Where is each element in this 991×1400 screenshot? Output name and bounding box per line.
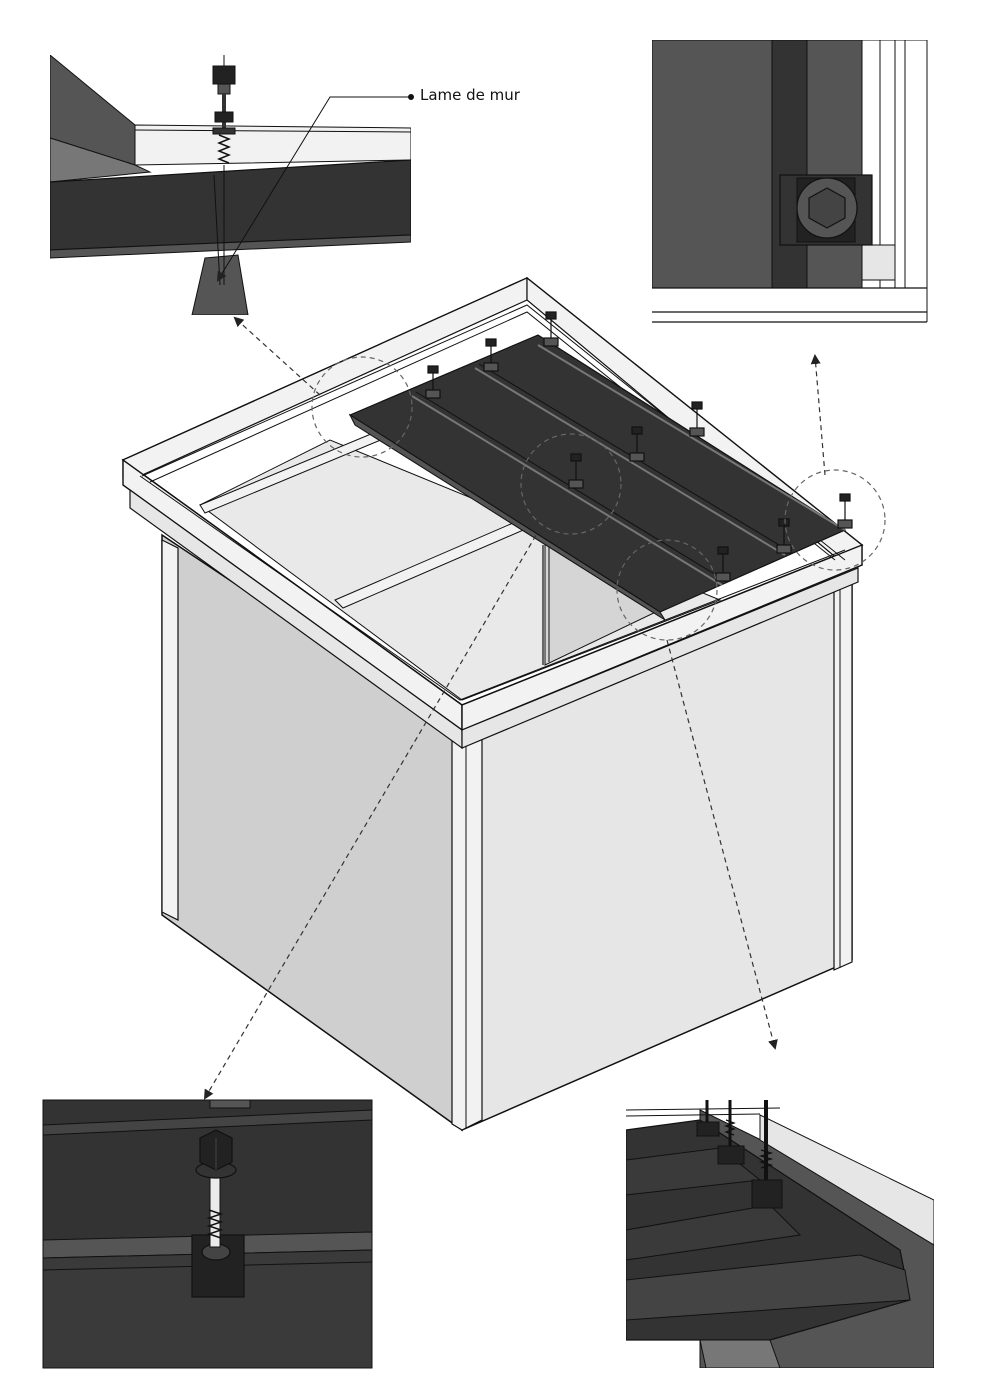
right-corner-post [833,575,853,971]
detail-circle-top-left [311,356,413,458]
hex-head-screw-icon [715,546,731,582]
callout-label-lame-de-mur: Lame de mur [420,86,520,104]
roof-panel-edge [348,413,666,621]
fascia-front-right [461,543,863,732]
hex-head-screw-icon [483,338,499,372]
hex-head-screw-icon [212,55,236,164]
shed [121,276,886,1132]
fascia-front-right-lower [461,567,859,749]
leader-arrows [203,316,826,1100]
detail-circles [311,356,886,641]
hex-head-screw-icon [191,1129,245,1298]
callout-leader [216,94,414,282]
hex-head-screw-icon [568,453,584,489]
detail-bottom-right [626,1100,934,1368]
detail-top-right [652,40,927,288]
hex-head-screw-icon [717,1100,745,1165]
detail-top-left [50,55,411,315]
hex-head-screw-icon [689,401,705,437]
hex-head-screw-icon [808,187,846,229]
hex-head-screw-icon [543,311,559,347]
hex-head-screw-icon [425,365,441,399]
roof-screws [425,311,853,582]
left-corner-post [161,539,179,921]
hex-head-screw-icon [751,1100,783,1209]
detail-top-right-base [652,40,928,323]
front-corner-post [451,734,483,1131]
detail-circle-right [784,469,886,571]
hex-head-screw-icon [837,493,853,529]
hex-head-screw-icon [629,426,645,462]
hex-head-screw-icon [696,1100,720,1137]
detail-bottom-left [43,1100,372,1368]
hex-head-screw-icon [776,518,792,554]
detail-circle-center [520,433,622,535]
detail-circle-front [616,539,718,641]
